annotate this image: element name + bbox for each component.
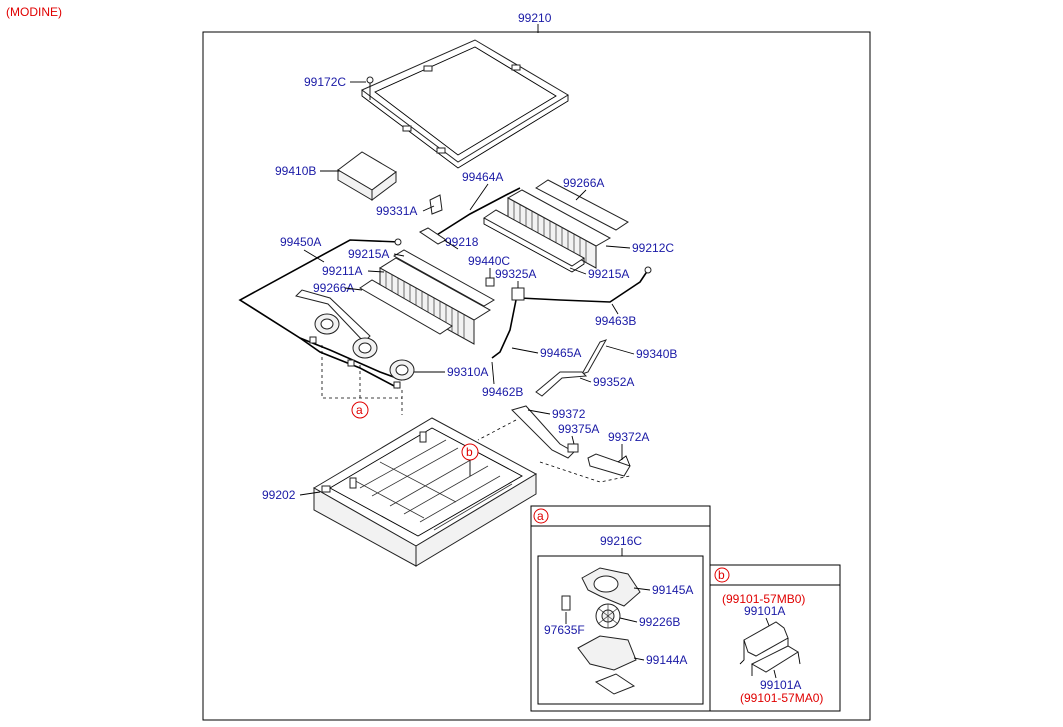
- plate-99266A-left: [359, 279, 453, 335]
- label-99464A: 99464A: [462, 170, 503, 184]
- assembly-label: 99210: [518, 11, 552, 25]
- clamp-99375A: [567, 443, 579, 453]
- harness-99465A: [491, 299, 517, 359]
- duct-pipe: [295, 289, 371, 343]
- label-99101A-top: 99101A: [744, 604, 785, 618]
- sensor-99440C: [485, 277, 495, 287]
- bolt-99172C: [366, 76, 374, 100]
- label-99145A: 99145A: [652, 583, 693, 597]
- label-99463B: 99463B: [595, 314, 636, 328]
- hose-99372A: [587, 453, 631, 477]
- label-99212C: 99212C: [632, 241, 674, 255]
- variant-label: (MODINE): [6, 5, 62, 19]
- label-99226B: 99226B: [639, 615, 680, 629]
- label-alt-bottom: (99101-57MA0): [740, 691, 823, 705]
- label-99372: 99372: [552, 407, 586, 421]
- base-tray-99202: [313, 417, 538, 567]
- label-99172C: 99172C: [304, 75, 346, 89]
- control-box-99410B: [337, 151, 397, 201]
- pipe-99331A: [429, 194, 443, 215]
- label-99331A: 99331A: [376, 204, 417, 218]
- label-alt-top: (99101-57MB0): [722, 592, 805, 606]
- label-99218: 99218: [445, 235, 479, 249]
- callout-a: [351, 401, 369, 419]
- label-99450A: 99450A: [280, 235, 321, 249]
- label-99440C: 99440C: [468, 254, 510, 268]
- label-99216C: 99216C: [600, 534, 642, 548]
- detail-b-tag: b: [718, 568, 725, 582]
- label-99340B: 99340B: [636, 347, 677, 361]
- plate-99266A-top: [535, 179, 629, 231]
- label-99211A: 99211A: [322, 264, 362, 278]
- label-99215A-right: 99215A: [588, 267, 629, 281]
- plate-99215A-left: [393, 249, 495, 307]
- callout-a-label: a: [356, 403, 363, 417]
- main-frame: [202, 31, 871, 721]
- label-99144A: 99144A: [646, 653, 687, 667]
- detail-box-b: b (99101-57MB0) 99101A 99101A (99101-57M…: [709, 564, 841, 712]
- harness-99463B: [519, 269, 649, 303]
- hose-99352A: [535, 371, 588, 397]
- detail-a-tag: a: [537, 509, 544, 523]
- label-99372A: 99372A: [608, 430, 649, 444]
- evaporator-core-right: [506, 189, 612, 269]
- harness-99450A: [238, 239, 403, 381]
- sensor-99218: [419, 227, 447, 245]
- connector-99325A: [511, 287, 525, 301]
- label-99310A: 99310A: [447, 365, 488, 379]
- label-97635F: 97635F: [544, 623, 585, 637]
- label-99375A: 99375A: [558, 422, 599, 436]
- label-99101A-bottom: 99101A: [760, 678, 801, 692]
- label-99266A-top: 99266A: [563, 176, 604, 190]
- top-cover: [361, 39, 569, 169]
- label-99410B: 99410B: [275, 164, 316, 178]
- label-99266A-left: 99266A: [313, 281, 354, 295]
- label-99462B: 99462B: [482, 385, 523, 399]
- callout-b-label: b: [466, 445, 473, 459]
- label-99325A: 99325A: [495, 267, 536, 281]
- label-99202: 99202: [262, 488, 296, 502]
- label-99352A: 99352A: [593, 375, 634, 389]
- hose-99340B: [580, 339, 608, 375]
- blower-motors-99310A: [309, 313, 415, 389]
- label-99215A-left: 99215A: [348, 247, 389, 261]
- harness-99464A: [431, 187, 521, 239]
- label-99465A: 99465A: [540, 346, 581, 360]
- detail-box-a: a 99216C 99145A 97635F 99226B 99144A: [530, 505, 711, 712]
